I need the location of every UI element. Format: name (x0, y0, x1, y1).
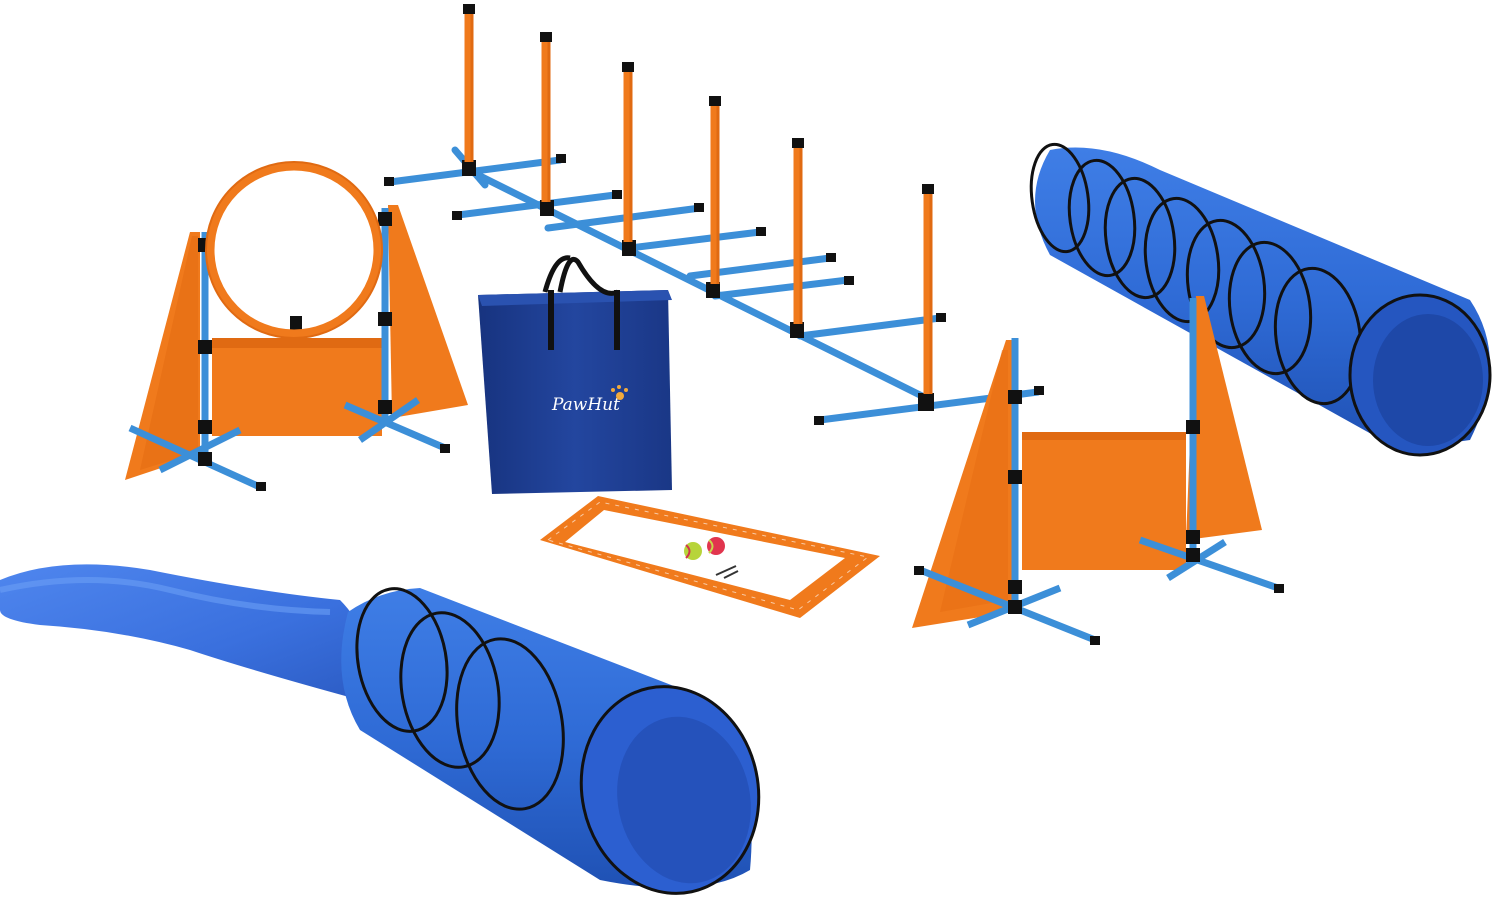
weave-poles (384, 4, 1044, 425)
hoop-jump (125, 161, 468, 492)
bag-brand-label: PawHut (551, 395, 620, 415)
ground-stake-icon (715, 565, 739, 579)
pause-box (540, 496, 880, 618)
open-tunnel (1029, 142, 1492, 457)
chute-tunnel (0, 564, 761, 895)
tennis-ball-icon (684, 542, 702, 560)
tennis-ball-icon (707, 537, 725, 555)
paw-print-icon (611, 385, 628, 400)
bar-jump (912, 296, 1284, 645)
carry-bag: PawHut (478, 255, 672, 494)
